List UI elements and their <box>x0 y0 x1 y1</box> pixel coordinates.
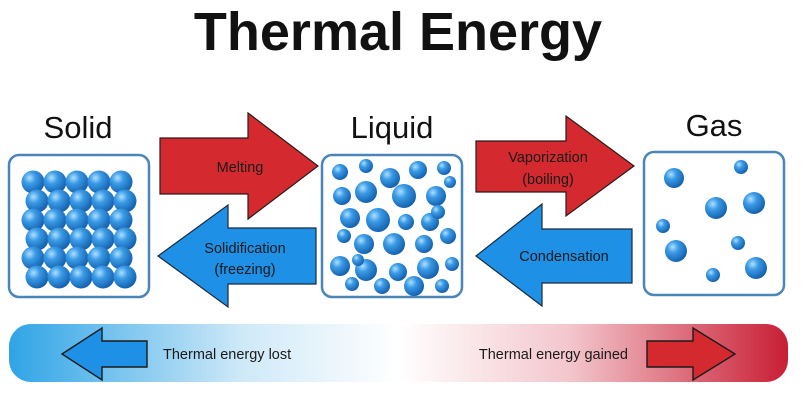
particle <box>65 170 89 194</box>
particle <box>355 181 377 203</box>
particle <box>25 189 49 213</box>
particle <box>374 278 390 294</box>
particle <box>21 170 45 194</box>
particle <box>47 227 71 251</box>
particle <box>440 228 456 244</box>
vaporization-arrow <box>475 114 636 218</box>
particle <box>337 229 351 243</box>
particle <box>87 246 111 270</box>
particle <box>437 161 451 175</box>
particle <box>25 265 49 289</box>
particle <box>91 265 115 289</box>
particle <box>734 160 748 174</box>
particle <box>665 240 687 262</box>
particle <box>383 233 405 255</box>
liquid-particles <box>330 159 459 296</box>
particle <box>47 189 71 213</box>
vaporization-sublabel: (boiling) <box>522 172 574 188</box>
particle <box>21 246 45 270</box>
particle <box>330 256 350 276</box>
particle <box>731 236 745 250</box>
state-label-solid: Solid <box>44 110 113 145</box>
particle <box>445 257 459 271</box>
particle <box>345 277 359 291</box>
particle <box>404 276 424 296</box>
particle <box>392 184 416 208</box>
particle <box>113 189 137 213</box>
particle <box>380 168 400 188</box>
particle <box>705 197 727 219</box>
particle <box>656 219 670 233</box>
particle <box>109 246 133 270</box>
energy-lost-arrow-icon <box>60 326 148 382</box>
particle <box>21 208 45 232</box>
vaporization-label: Vaporization <box>508 150 588 166</box>
particle <box>69 265 93 289</box>
particle <box>389 263 407 281</box>
particle <box>69 189 93 213</box>
particle <box>332 164 348 180</box>
particle <box>109 170 133 194</box>
melting-label: Melting <box>217 160 264 176</box>
solidification-sublabel: (freezing) <box>214 262 275 278</box>
particle <box>409 161 427 179</box>
energy-lost-label: Thermal energy lost <box>163 347 291 363</box>
state-label-gas: Gas <box>686 108 743 143</box>
particle <box>91 227 115 251</box>
particle <box>359 159 373 173</box>
particle <box>43 246 67 270</box>
particle <box>43 170 67 194</box>
particle <box>352 254 364 266</box>
particle <box>47 265 71 289</box>
condensation-label: Condensation <box>519 249 609 265</box>
particle <box>113 265 137 289</box>
particle <box>113 227 137 251</box>
particle <box>340 208 360 228</box>
particle <box>87 208 111 232</box>
energy-gained-arrow-icon <box>646 326 737 382</box>
particle <box>65 208 89 232</box>
particle <box>431 205 445 219</box>
particle <box>745 257 767 279</box>
particle <box>743 192 765 214</box>
particle <box>417 257 439 279</box>
particle <box>415 235 433 253</box>
particle <box>109 208 133 232</box>
particle <box>398 214 414 230</box>
particle <box>366 208 390 232</box>
page-title: Thermal Energy <box>194 2 602 62</box>
solidification-arrow <box>156 203 317 309</box>
particle <box>43 208 67 232</box>
condensation-arrow <box>475 202 633 308</box>
particle <box>444 176 456 188</box>
energy-gained-label: Thermal energy gained <box>479 347 628 363</box>
particle <box>25 227 49 251</box>
particle <box>664 168 684 188</box>
particle <box>65 246 89 270</box>
gas-particles <box>656 160 767 282</box>
particle <box>706 268 720 282</box>
solidification-label: Solidification <box>204 241 285 257</box>
particle <box>426 186 446 206</box>
melting-arrow <box>159 111 319 221</box>
thermal-energy-bar <box>9 324 788 382</box>
solid-particles <box>21 170 137 289</box>
particle <box>69 227 93 251</box>
particle <box>91 189 115 213</box>
particle <box>333 187 351 205</box>
particle <box>435 279 449 293</box>
state-label-liquid: Liquid <box>351 110 434 145</box>
particle <box>354 234 374 254</box>
particle <box>87 170 111 194</box>
